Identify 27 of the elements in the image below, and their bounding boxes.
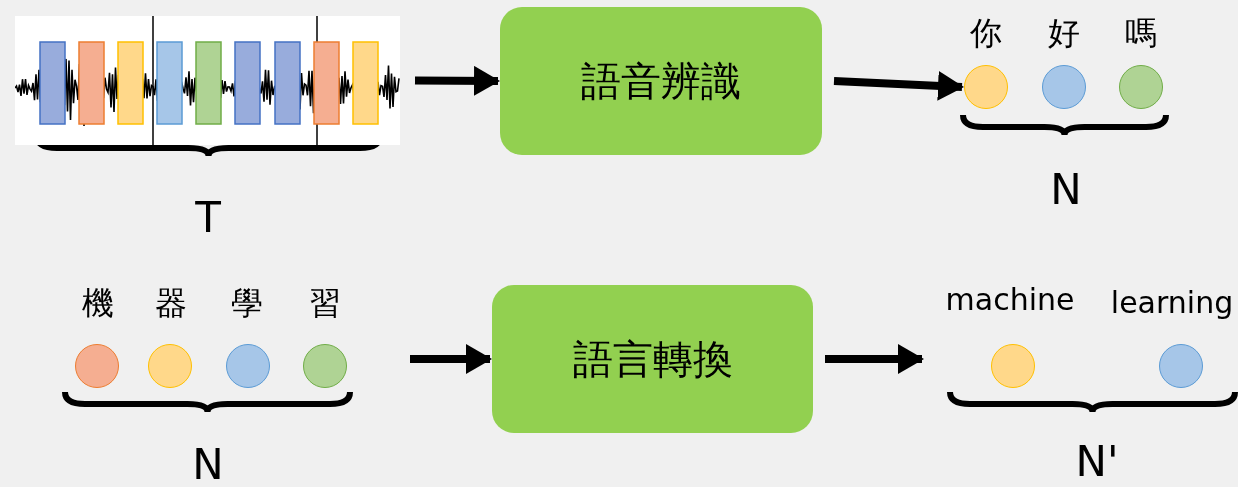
token-label: 好 — [1048, 17, 1080, 49]
process-box: 語言轉換 — [492, 285, 813, 433]
circle-marker — [1159, 344, 1203, 388]
token-label: 習 — [309, 287, 341, 319]
circle-marker — [75, 344, 119, 388]
circle-marker — [964, 65, 1008, 109]
length-label: N — [1050, 169, 1082, 211]
token-label: 嗎 — [1125, 17, 1157, 49]
circle-marker — [226, 344, 270, 388]
process-box: 語音辨識 — [500, 7, 822, 155]
arrow — [414, 65, 500, 96]
token-label: 器 — [155, 287, 187, 319]
circle-marker — [991, 344, 1035, 388]
token-label: machine — [945, 285, 1075, 315]
circle-marker — [1042, 65, 1086, 109]
token-label: 機 — [82, 287, 114, 319]
length-label: N — [192, 444, 224, 486]
length-label: T — [195, 197, 221, 239]
circle-marker — [303, 344, 347, 388]
token-label: 學 — [231, 287, 263, 319]
circle-marker — [148, 344, 192, 388]
length-label: N' — [1075, 441, 1119, 483]
arrow — [833, 70, 964, 101]
circle-marker — [1119, 65, 1163, 109]
token-label: 你 — [970, 17, 1002, 49]
waveform-drawing — [15, 16, 400, 145]
token-label: learning — [1110, 288, 1234, 318]
